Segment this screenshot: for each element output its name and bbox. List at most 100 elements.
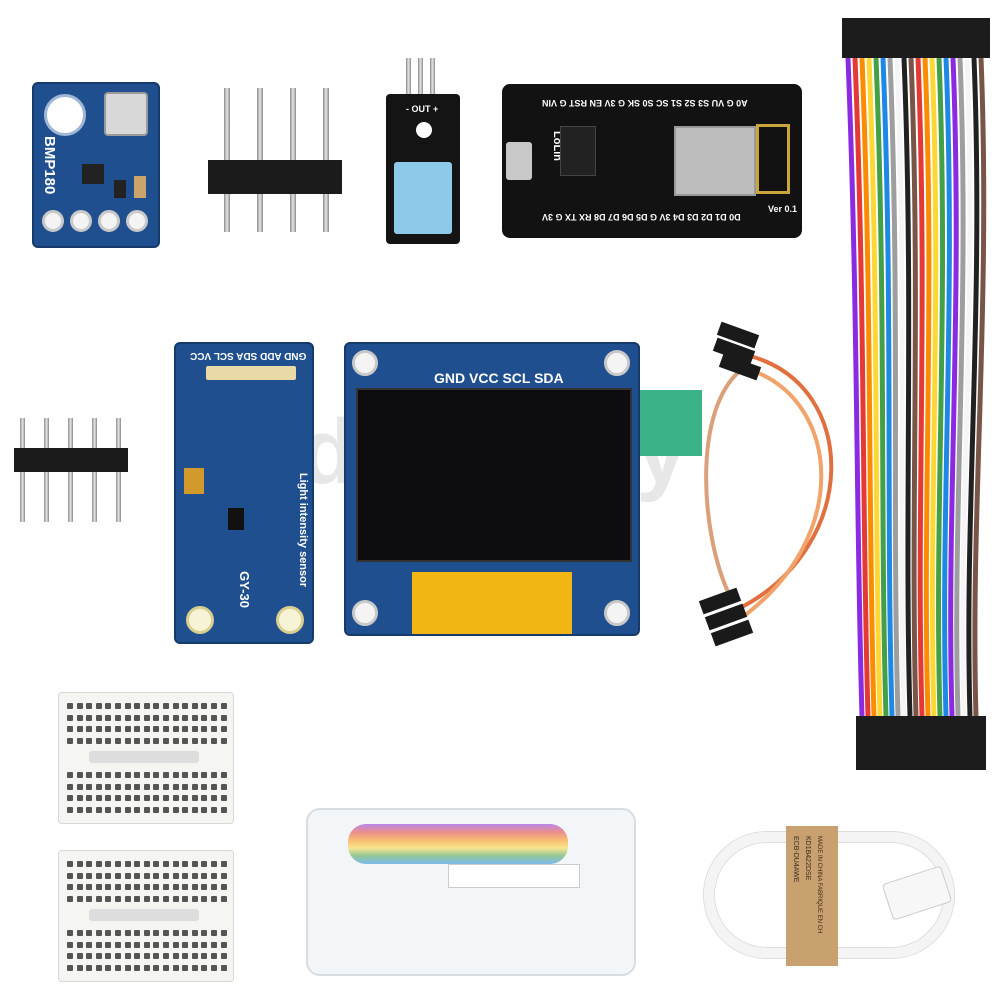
breadboard-hole (172, 783, 179, 790)
jumper-wire (915, 57, 925, 717)
usb-label-line1: ECB-DU4AWE (792, 836, 799, 883)
bmp180-module: BMP180 (32, 82, 160, 248)
breadboard-hole (191, 872, 198, 879)
breadboard-hole (76, 703, 83, 709)
breadboard-hole (115, 806, 121, 813)
flex-ribbon (412, 572, 572, 634)
breadboard-hole (76, 872, 83, 879)
breadboard-hole (105, 861, 112, 867)
breadboard-hole (163, 714, 169, 721)
breadboard-hole (211, 941, 217, 948)
breadboard-hole (86, 783, 93, 790)
nodemcu-top-pins: A0 G VU S3 S2 S1 SC S0 SK G 3V EN RST G … (542, 98, 748, 108)
breadboard-hole (105, 737, 112, 744)
breadboard-hole (211, 884, 217, 890)
breadboard-hole (163, 884, 169, 890)
breadboard-hole (163, 703, 169, 709)
breadboard-hole (220, 703, 227, 709)
breadboard-hole (163, 783, 169, 790)
mount-hole (352, 350, 378, 376)
breadboard-hole (201, 884, 208, 890)
breadboard-hole (191, 714, 198, 721)
breadboard-hole (105, 783, 112, 790)
breadboard-hole (143, 941, 150, 948)
cp2102-chip (560, 126, 596, 176)
oled-module: GND VCC SCL SDA (344, 342, 640, 636)
breadboard-hole (201, 895, 208, 902)
oled-screen (356, 388, 632, 562)
nodemcu-version: Ver 0.1 (768, 204, 798, 214)
breadboard-hole (211, 953, 217, 959)
breadboard-hole (134, 737, 141, 744)
breadboard-hole (134, 795, 141, 801)
breadboard-hole (67, 772, 73, 778)
breadboard-hole (191, 703, 198, 709)
breadboard-hole (124, 783, 131, 790)
rainbow-jumper-bundle (842, 18, 990, 770)
jumper-wire (936, 57, 946, 717)
breadboard-hole (153, 941, 160, 948)
breadboard-hole (211, 783, 217, 790)
breadboard-hole (163, 872, 169, 879)
breadboard-hole (86, 941, 93, 948)
breadboard-hole (115, 941, 121, 948)
breadboard-hole (163, 726, 169, 732)
breadboard-hole (124, 941, 131, 948)
breadboard-hole (86, 726, 93, 732)
breadboard-hole (76, 941, 83, 948)
jumper-wire (948, 57, 959, 717)
breadboard-hole (86, 930, 93, 936)
breadboard-hole (124, 861, 131, 867)
breadboard-hole (191, 806, 198, 813)
breadboard-hole (172, 930, 179, 936)
breadboard-hole (153, 714, 160, 721)
breadboard-hole (172, 953, 179, 959)
oled-pins: GND VCC SCL SDA (434, 370, 564, 386)
breadboard-hole (163, 895, 169, 902)
usb-cable-label: ECB-DU4AWE KD1B422DSE MADE IN CHINA FABR… (786, 826, 838, 966)
breadboard-hole (172, 772, 179, 778)
jumper-wire (972, 57, 987, 717)
breadboard-hole (105, 806, 112, 813)
breadboard-hole (182, 726, 189, 732)
breadboard-hole (220, 772, 227, 778)
breadboard-hole (191, 861, 198, 867)
breadboard-hole (191, 783, 198, 790)
smd-component (134, 176, 146, 198)
breadboard-hole (191, 726, 198, 732)
breadboard-hole (124, 964, 131, 971)
breadboard-hole (211, 806, 217, 813)
breadboard-hole (143, 806, 150, 813)
breadboard-hole (172, 861, 179, 867)
breadboard-hole (172, 872, 179, 879)
breadboard-hole (67, 964, 73, 971)
gy30-pins: GND ADD SDA SCL VCC (190, 350, 307, 361)
breadboard-hole (134, 861, 141, 867)
breadboard-hole (115, 783, 121, 790)
breadboard-hole (134, 703, 141, 709)
breadboard-hole (105, 964, 112, 971)
breadboard-hole (211, 930, 217, 936)
breadboard-hole (153, 795, 160, 801)
breadboard-hole (115, 772, 121, 778)
breadboard-hole (76, 861, 83, 867)
breadboard-hole (220, 884, 227, 890)
breadboard-hole (95, 714, 102, 721)
breadboard-hole (201, 930, 208, 936)
breadboard-hole (134, 941, 141, 948)
breadboard-hole (134, 714, 141, 721)
breadboard-hole (220, 861, 227, 867)
breadboard-hole (95, 726, 102, 732)
usb-cable: ECB-DU4AWE KD1B422DSE MADE IN CHINA FABR… (700, 820, 970, 970)
breadboard-hole (220, 941, 227, 948)
breadboard-hole (211, 714, 217, 721)
breadboard-hole (172, 737, 179, 744)
breadboard-hole (172, 806, 179, 813)
breadboard-hole (163, 964, 169, 971)
breadboard-hole (124, 806, 131, 813)
mount-hole (186, 606, 214, 634)
mount-hole (44, 94, 86, 136)
breadboard-hole (105, 895, 112, 902)
breadboard-hole (182, 872, 189, 879)
breadboard-hole (182, 941, 189, 948)
